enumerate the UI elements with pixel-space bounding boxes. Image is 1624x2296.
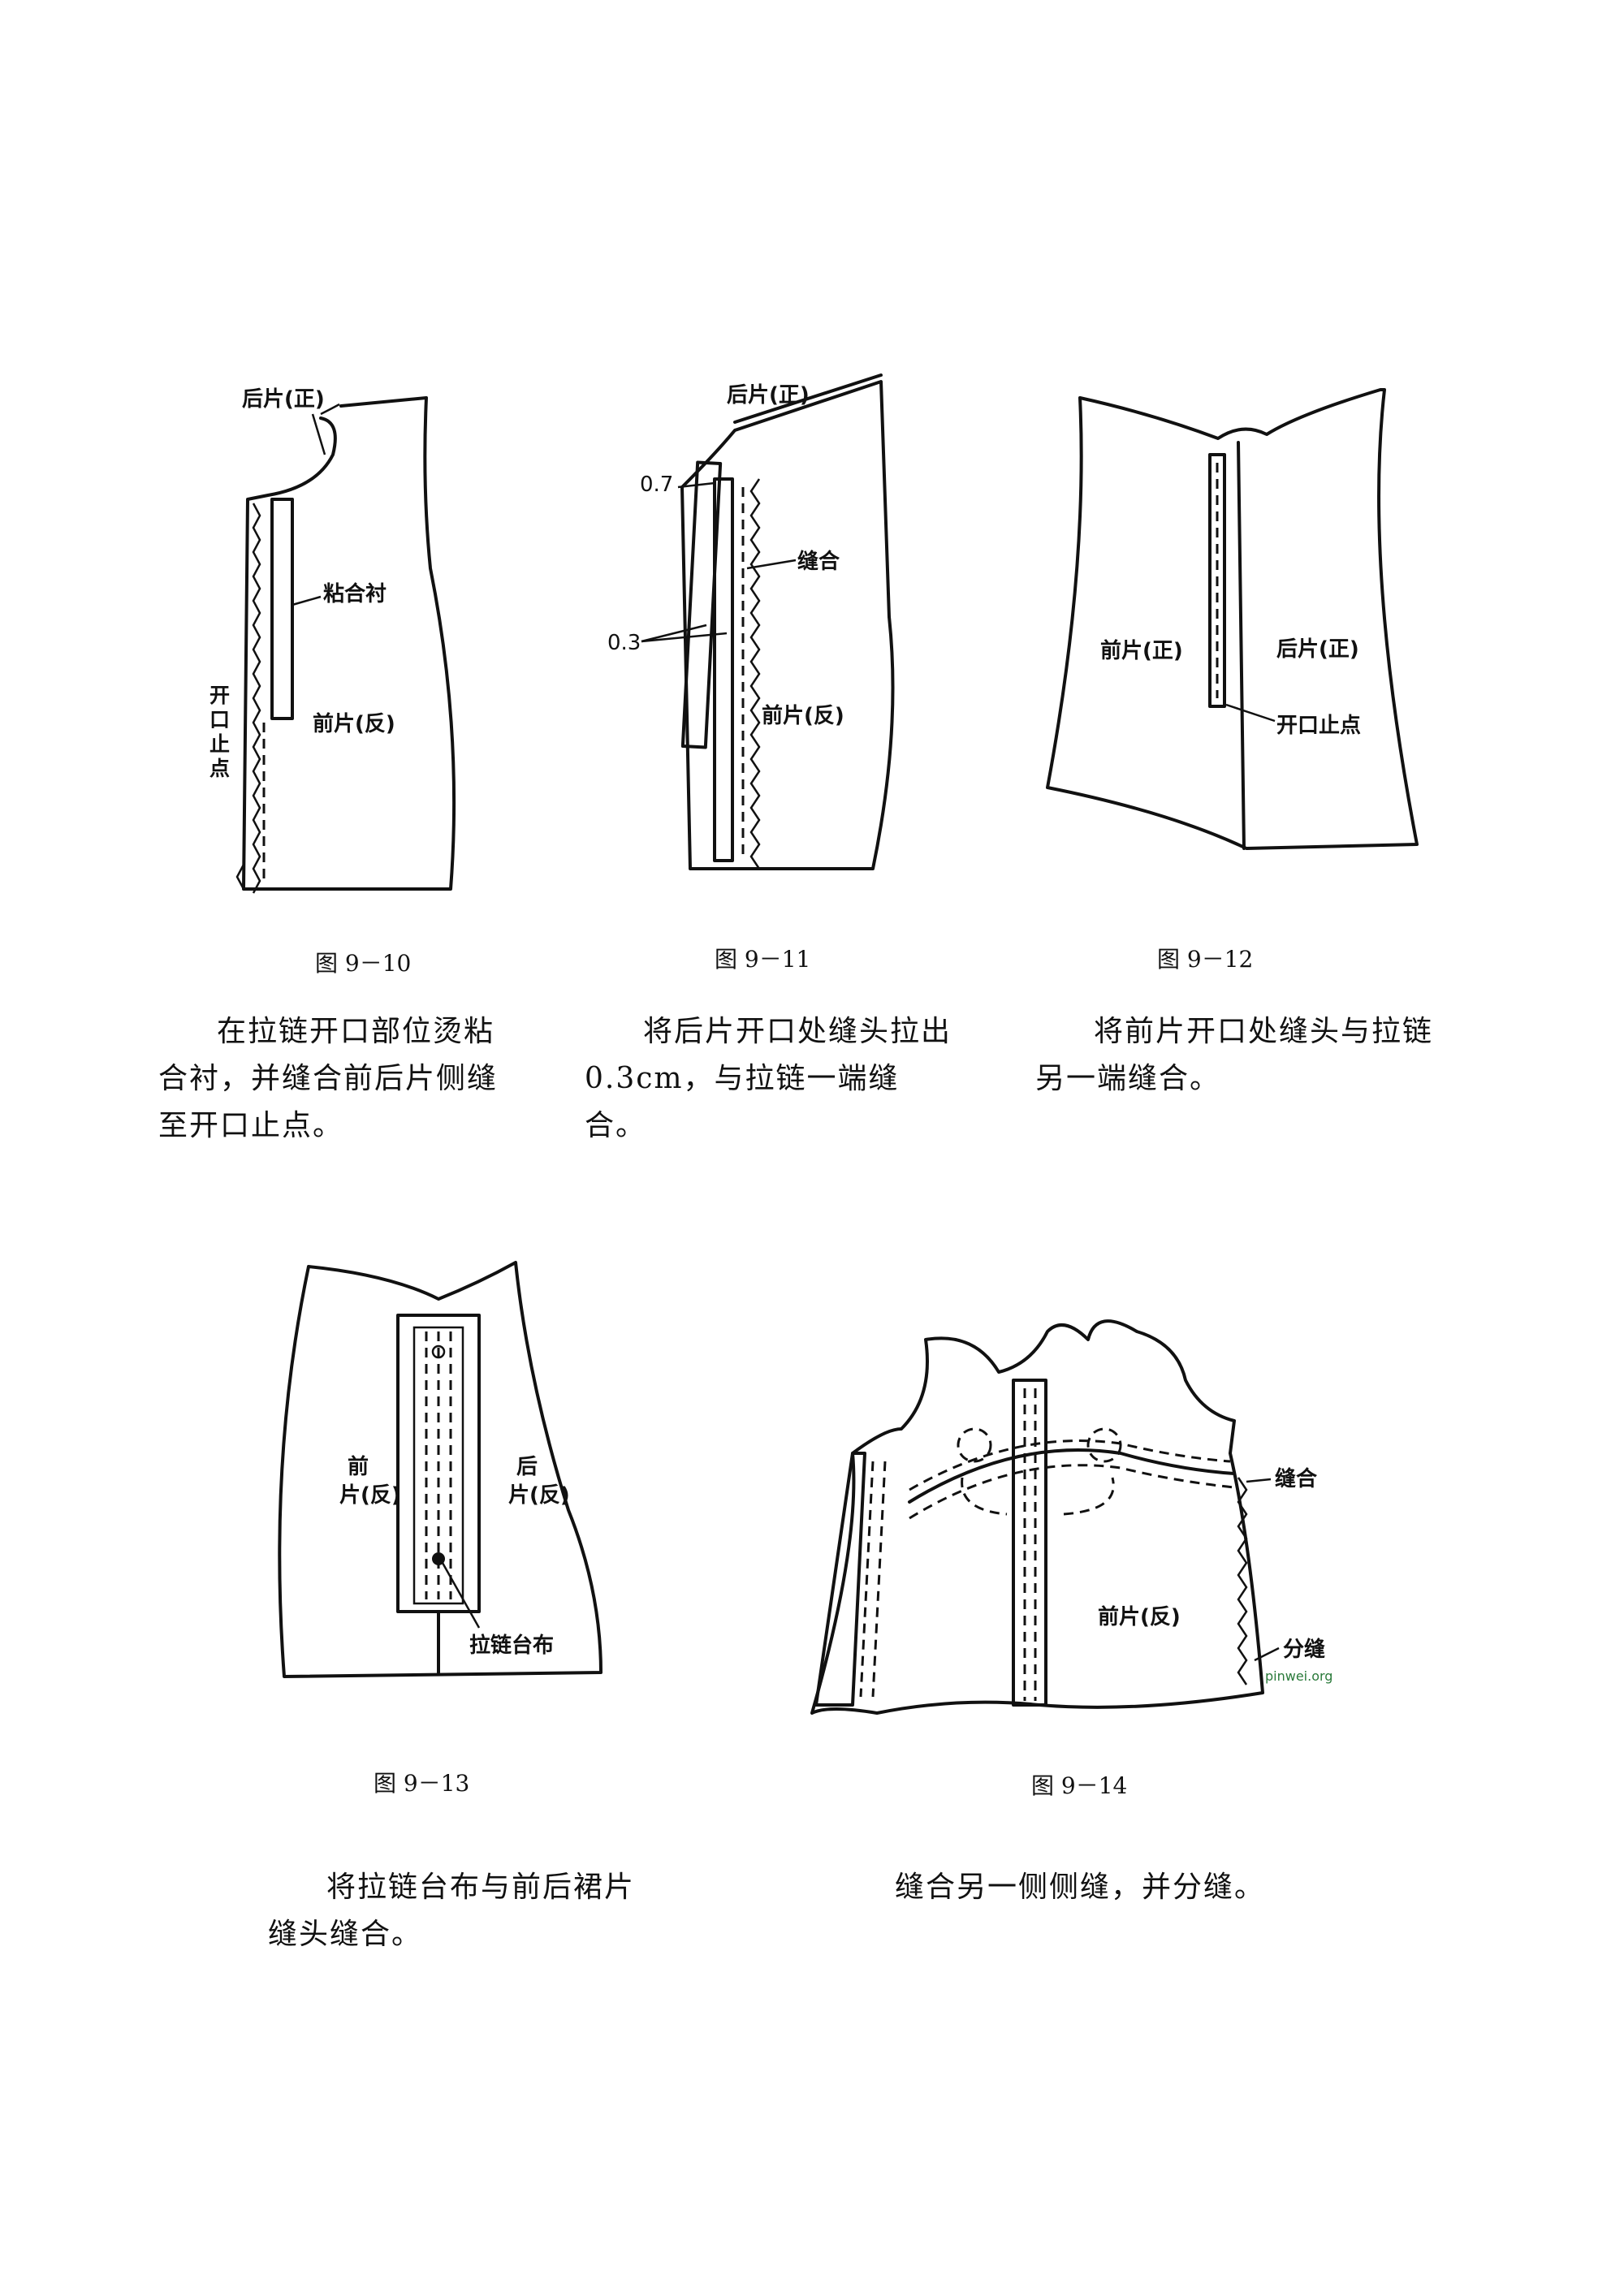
label-front: 前片(反): [762, 703, 844, 728]
label-front-1: 前: [348, 1454, 369, 1479]
label-zip-cloth: 拉链台布: [469, 1633, 554, 1658]
caption-9-14: 图 9－14: [1031, 1772, 1128, 1799]
label-front-2: 片(反): [339, 1483, 401, 1508]
caption-9-12: 图 9－12: [1157, 946, 1254, 973]
label-back-2: 片(反): [508, 1483, 570, 1508]
label-0-7: 0.7: [640, 473, 673, 497]
label-stop-point-vertical: 开口止点: [209, 684, 231, 780]
caption-9-13: 图 9－13: [374, 1770, 470, 1797]
label-front: 前片(反): [313, 711, 395, 736]
label-front: 前片(正): [1100, 638, 1183, 663]
label-front: 前片(反): [1098, 1604, 1181, 1629]
watermark: pinwei.org: [1265, 1668, 1332, 1684]
description-9-12: 将前片开口处缝头与拉链另一端缝合。: [1035, 1015, 1434, 1095]
figure-9-11-drawing: 后片(正) 0.7 缝合 0.3 前片(反): [607, 373, 895, 870]
label-stop-point: 开口止点: [1276, 713, 1361, 738]
figure-9-13-drawing: 前 片(反) 后 片(反) 拉链台布: [278, 1261, 603, 1678]
label-back: 后片(正): [1276, 637, 1359, 662]
label-sew: 缝合: [797, 549, 840, 574]
label-sew: 缝合: [1275, 1466, 1318, 1491]
caption-9-10: 图 9－10: [315, 950, 412, 977]
description-9-10: 在拉链开口部位烫粘合衬，并缝合前后片侧缝至开口止点。: [158, 1015, 499, 1142]
label-back: 后片(正): [727, 383, 810, 408]
label-0-3: 0.3: [607, 631, 641, 655]
label-interfacing: 粘合衬: [323, 581, 387, 606]
figure-9-14-drawing: 缝合 前片(反) 分缝 pinwei.org: [810, 1319, 1332, 1715]
label-back: 后片(正): [242, 387, 325, 412]
description-9-14: 缝合另一侧侧缝，并分缝。: [895, 1871, 1266, 1904]
label-split: 分缝: [1283, 1637, 1325, 1662]
caption-9-11: 图 9－11: [715, 946, 811, 973]
label-back-1: 后: [516, 1455, 538, 1479]
description-9-11: 将后片开口处缝头拉出 0.3cm，与拉链一端缝合。: [585, 1015, 952, 1142]
figure-9-12-drawing: 前片(正) 后片(正) 开口止点: [1046, 388, 1419, 850]
description-9-13: 将拉链台布与前后裙片缝头缝合。: [268, 1871, 636, 1951]
figure-9-10-drawing: 后片(正) 粘合衬 前片(反): [235, 387, 456, 894]
